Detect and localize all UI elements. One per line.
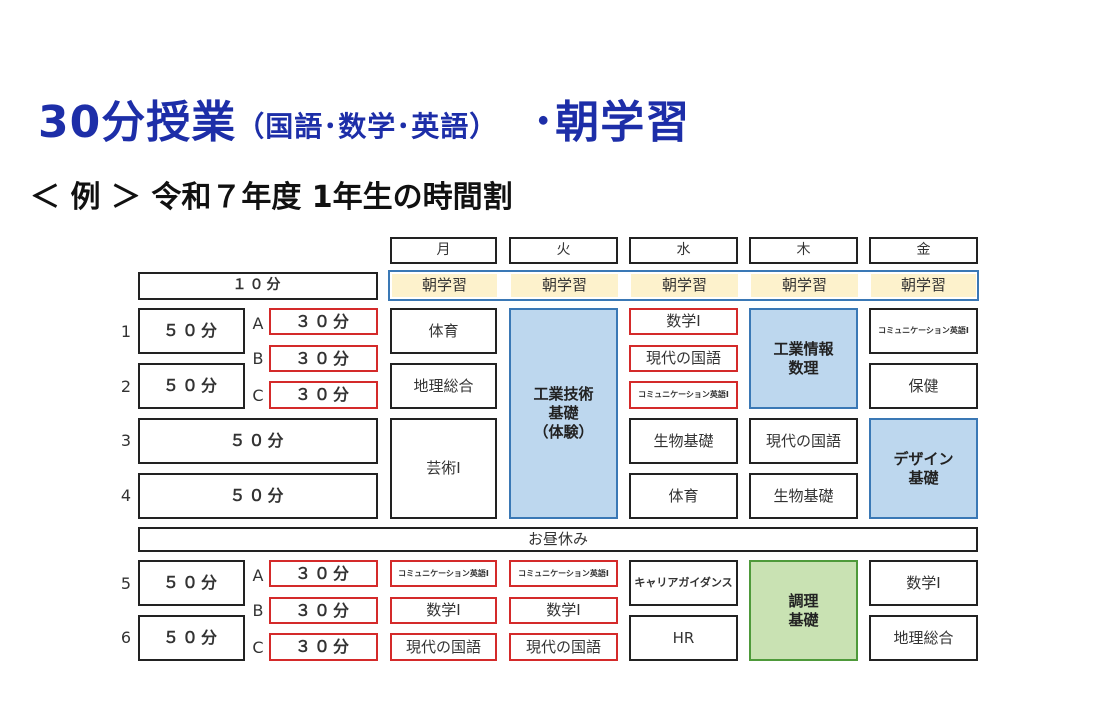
tue-am: 工業技術 基礎 （体験） xyxy=(509,308,618,519)
title-paren: （国語･数学･英語） xyxy=(236,110,499,143)
lunch-break: お昼休み xyxy=(138,527,978,552)
slot-30-c: ３０分 xyxy=(269,381,378,409)
slot-letter: A xyxy=(252,314,264,333)
wed-p5: キャリアガイダンス xyxy=(629,560,738,606)
wed-p3: 生物基礎 xyxy=(629,418,738,464)
asa-fri: 朝学習 xyxy=(871,274,976,297)
tue-p5a: コミュニケーション英語Ⅰ xyxy=(509,560,618,587)
wed-a: 数学Ⅰ xyxy=(629,308,738,335)
asa-wed: 朝学習 xyxy=(631,274,738,297)
slot-letter: A xyxy=(252,566,264,585)
page-title: 30分授業（国語･数学･英語） ･朝学習 xyxy=(38,86,690,150)
tue-p5b: 数学Ⅰ xyxy=(509,597,618,624)
slot-50-p6: ５０分 xyxy=(138,615,245,661)
title-asa: ･朝学習 xyxy=(532,97,691,148)
slot-letter: B xyxy=(252,601,264,620)
slot-50-p1: ５０分 xyxy=(138,308,245,354)
slot-letter: B xyxy=(252,349,264,368)
wed-b: 現代の国語 xyxy=(629,345,738,372)
slot-30-a: ３０分 xyxy=(269,560,378,587)
fri-p2: 保健 xyxy=(869,363,978,409)
period-number: 1 xyxy=(120,322,132,341)
fri-p6: 地理総合 xyxy=(869,615,978,661)
slot-letter: C xyxy=(252,638,264,657)
slot-letter: C xyxy=(252,386,264,405)
slot-30-b: ３０分 xyxy=(269,345,378,372)
mon-p5b: 数学Ⅰ xyxy=(390,597,497,624)
fri-p1: コミュニケーション英語Ⅰ xyxy=(869,308,978,354)
slot-50-p2: ５０分 xyxy=(138,363,245,409)
wed-p4: 体育 xyxy=(629,473,738,519)
period-number: 6 xyxy=(120,628,132,647)
slot-30-c: ３０分 xyxy=(269,633,378,661)
thu-p56: 調理 基礎 xyxy=(749,560,858,661)
mon-p1: 体育 xyxy=(390,308,497,354)
fri-p5: 数学Ⅰ xyxy=(869,560,978,606)
title-main: 30分授業 xyxy=(38,97,237,148)
slot-50-p5: ５０分 xyxy=(138,560,245,606)
asa-tue: 朝学習 xyxy=(511,274,618,297)
asa-mon: 朝学習 xyxy=(392,274,497,297)
tue-p5c: 現代の国語 xyxy=(509,633,618,661)
wed-c: コミュニケーション英語Ⅰ xyxy=(629,381,738,409)
thu-p12: 工業情報 数理 xyxy=(749,308,858,409)
mon-p5c: 現代の国語 xyxy=(390,633,497,661)
mon-p34: 芸術Ⅰ xyxy=(390,418,497,519)
thu-p3: 現代の国語 xyxy=(749,418,858,464)
day-header-thu: 木 xyxy=(749,237,858,264)
wed-p6: HR xyxy=(629,615,738,661)
slot-50-p4: ５０分 xyxy=(138,473,378,519)
period-number: 2 xyxy=(120,377,132,396)
page-subtitle: ＜ 例 ＞ 令和７年度 1年生の時間割 xyxy=(30,180,513,215)
period-number: 5 xyxy=(120,574,132,593)
asa-thu: 朝学習 xyxy=(751,274,858,297)
mon-p2: 地理総合 xyxy=(390,363,497,409)
day-header-mon: 月 xyxy=(390,237,497,264)
fri-p34: デザイン 基礎 xyxy=(869,418,978,519)
day-header-tue: 火 xyxy=(509,237,618,264)
morning-ten-minutes: １０分 xyxy=(138,272,378,300)
slot-30-b: ３０分 xyxy=(269,597,378,624)
morning-study-row xyxy=(388,270,979,301)
day-header-wed: 水 xyxy=(629,237,738,264)
thu-p4: 生物基礎 xyxy=(749,473,858,519)
period-number: 4 xyxy=(120,486,132,505)
mon-p5a: コミュニケーション英語Ⅰ xyxy=(390,560,497,587)
period-number: 3 xyxy=(120,431,132,450)
day-header-fri: 金 xyxy=(869,237,978,264)
slot-30-a: ３０分 xyxy=(269,308,378,335)
slot-50-p3: ５０分 xyxy=(138,418,378,464)
